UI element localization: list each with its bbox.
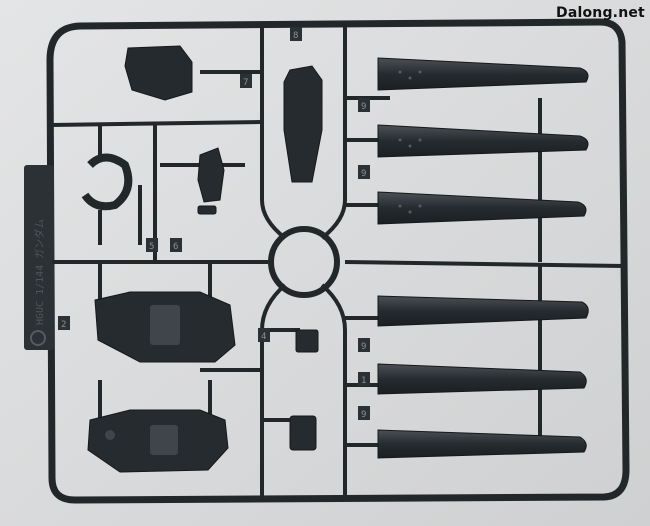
gate-number: 9: [361, 169, 366, 179]
clip-part: [81, 153, 133, 211]
gate-number: 4: [261, 332, 266, 342]
gate-number: 8: [293, 31, 298, 41]
post-part: [197, 147, 225, 215]
sprue-tag-plate: HGUC 1/144 ガンダム: [24, 165, 54, 350]
cap-part: [124, 45, 193, 101]
blade-details: [398, 70, 422, 214]
small-parts: [289, 329, 319, 451]
gate-number: 7: [243, 78, 248, 88]
blade-parts: [377, 57, 589, 459]
watermark: Dalong.net: [556, 5, 645, 21]
center-ring: [268, 226, 340, 298]
gate-number: 9: [361, 102, 366, 112]
sprue-tag-text: HGUC 1/144 ガンダム: [33, 219, 46, 325]
gate-number: 2: [61, 320, 66, 330]
gate-number-labels: 8 7 9 9 6 5 2 4 9 9 1: [61, 31, 366, 420]
gate-number: 6: [173, 242, 178, 252]
gate-number: 1: [361, 376, 366, 386]
gate-number: 9: [361, 342, 366, 352]
body-part-details: [105, 305, 180, 455]
gate-number: 9: [361, 410, 366, 420]
gate-number-tags: [58, 27, 370, 420]
gate-number: 5: [149, 242, 154, 252]
center-part: [283, 65, 323, 183]
sprue-frame: [46, 18, 630, 504]
